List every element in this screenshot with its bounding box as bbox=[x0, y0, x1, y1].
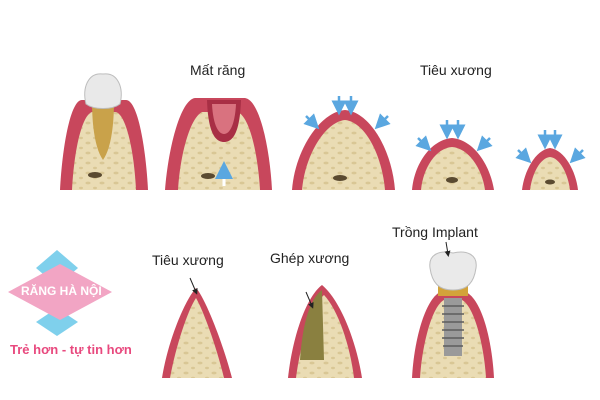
stage-implant bbox=[412, 241, 494, 378]
logo-name: RĂNG HÀ NỘI bbox=[21, 284, 102, 298]
stage-bone-loss-1 bbox=[292, 96, 395, 190]
logo-slogan: Trẻ hơn - tự tin hơn bbox=[10, 342, 132, 357]
label-implant: Trồng Implant bbox=[392, 224, 478, 240]
logo-mark bbox=[8, 250, 112, 336]
stage-bone-graft bbox=[288, 285, 362, 378]
stage-tooth-lost bbox=[165, 98, 272, 190]
stage-bone-loss-2 bbox=[412, 120, 494, 190]
label-bone-loss-bottom: Tiêu xương bbox=[152, 252, 224, 268]
stage-healthy-tooth bbox=[60, 73, 148, 190]
stage-narrow-ridge bbox=[162, 277, 232, 378]
label-bone-loss-top: Tiêu xương bbox=[420, 62, 492, 78]
label-bone-graft: Ghép xương bbox=[270, 250, 350, 266]
stage-bone-loss-3 bbox=[515, 130, 586, 190]
label-tooth-loss: Mất răng bbox=[190, 62, 246, 78]
